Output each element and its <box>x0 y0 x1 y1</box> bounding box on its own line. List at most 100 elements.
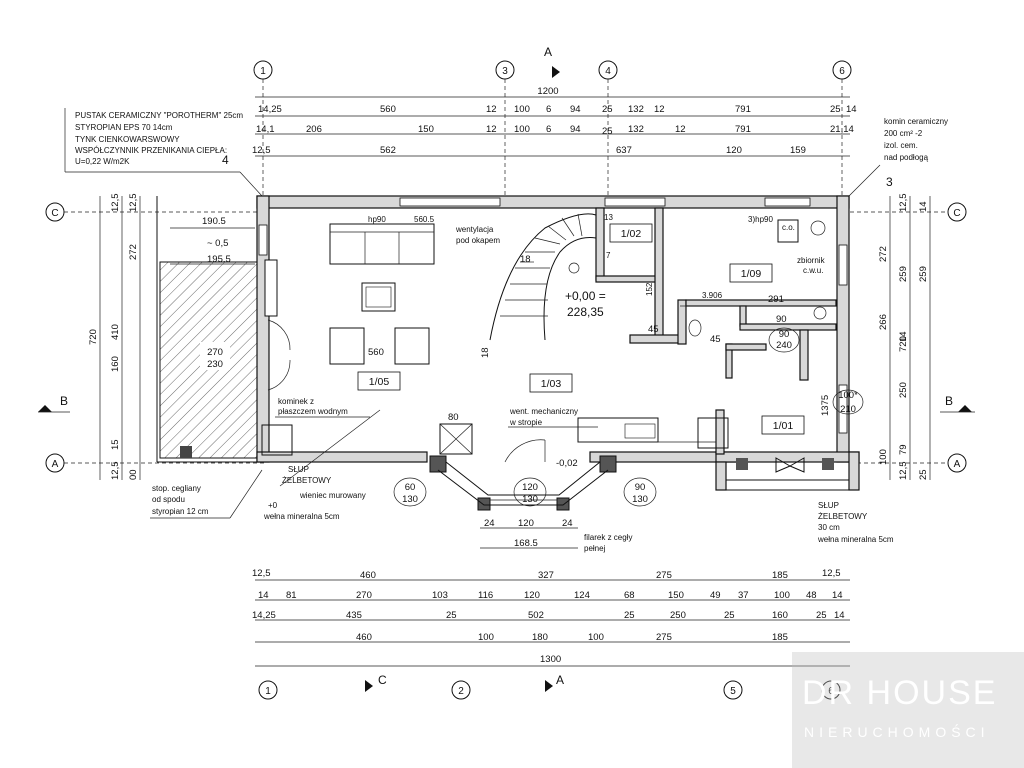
furniture <box>329 219 834 473</box>
svg-text:24: 24 <box>484 518 495 529</box>
svg-text:259: 259 <box>898 266 909 282</box>
terrace: 190.5 ~ 0,5 195.5 270 230 <box>156 196 260 463</box>
svg-text:270: 270 <box>356 590 372 601</box>
svg-text:A: A <box>954 459 961 470</box>
svg-text:2: 2 <box>458 686 464 697</box>
svg-text:B: B <box>60 394 68 408</box>
svg-text:komin ceramiczny: komin ceramiczny <box>884 117 948 126</box>
svg-text:1: 1 <box>265 686 271 697</box>
svg-text:100*: 100* <box>838 390 858 401</box>
svg-text:13: 13 <box>604 213 613 222</box>
svg-text:100: 100 <box>514 104 530 115</box>
svg-text:12,5: 12,5 <box>110 194 121 213</box>
svg-text:14: 14 <box>898 331 909 342</box>
svg-text:C: C <box>953 208 960 219</box>
svg-text:460: 460 <box>360 570 376 581</box>
svg-text:720: 720 <box>898 336 909 352</box>
svg-text:zbiornik: zbiornik <box>797 256 826 265</box>
svg-text:A: A <box>52 459 59 470</box>
svg-text:went. mechaniczny: went. mechaniczny <box>509 407 578 416</box>
svg-text:185: 185 <box>772 632 788 643</box>
svg-text:kominek z: kominek z <box>278 397 314 406</box>
svg-text:7: 7 <box>606 251 611 260</box>
svg-text:25: 25 <box>918 469 929 480</box>
svg-text:ŻELBETOWY: ŻELBETOWY <box>282 476 332 485</box>
svg-text:C: C <box>51 208 58 219</box>
svg-text:3: 3 <box>502 66 508 77</box>
svg-text:1200: 1200 <box>537 86 558 97</box>
svg-text:150: 150 <box>668 590 684 601</box>
svg-text:wełna mineralna 5cm: wełna mineralna 5cm <box>817 535 894 544</box>
svg-text:C: C <box>378 673 387 687</box>
svg-text:250: 250 <box>898 382 909 398</box>
svg-text:168.5: 168.5 <box>514 538 538 549</box>
room-1-02: 1/02 <box>621 228 642 240</box>
staircase: 18 18 <box>480 213 597 358</box>
svg-text:c.w.u.: c.w.u. <box>803 266 823 275</box>
svg-text:68: 68 <box>624 590 635 601</box>
svg-text:116: 116 <box>478 590 493 601</box>
svg-text:25: 25 <box>624 610 635 621</box>
svg-text:14: 14 <box>832 590 843 601</box>
material-legend: PUSTAK CERAMICZNY "POROTHERM" 25cm STYRO… <box>64 108 263 197</box>
svg-text:+0: +0 <box>268 501 278 510</box>
svg-text:ŻELBETOWY: ŻELBETOWY <box>818 512 868 521</box>
svg-text:200 cm² -2: 200 cm² -2 <box>884 129 923 138</box>
svg-text:izol. cem.: izol. cem. <box>884 141 918 150</box>
svg-text:250: 250 <box>670 610 686 621</box>
bottom-axes: 1 2 5 6 C A <box>258 673 841 700</box>
svg-text:18: 18 <box>480 347 491 358</box>
svg-text:1375: 1375 <box>820 395 831 416</box>
chimney-note: komin ceramiczny 200 cm² -2 izol. cem. n… <box>844 117 948 201</box>
outer-walls <box>256 195 860 491</box>
legend-line1: PUSTAK CERAMICZNY "POROTHERM" 25cm <box>75 111 243 120</box>
svg-text:30 cm: 30 cm <box>818 523 840 532</box>
svg-text:A: A <box>556 673 564 687</box>
svg-text:130: 130 <box>522 494 538 505</box>
svg-text:266: 266 <box>878 314 889 330</box>
svg-text:nad podłogą: nad podłogą <box>884 153 929 162</box>
right-dimensions: 12,5 272 266 250 100 12,5 79 14 259 14 2… <box>878 194 931 481</box>
svg-text:14,1: 14,1 <box>256 124 275 135</box>
annotations: hp90 560.5 3)hp90 wentylacja pod okapem … <box>150 213 894 553</box>
svg-text:410: 410 <box>110 324 121 340</box>
svg-text:24: 24 <box>562 518 573 529</box>
svg-text:49: 49 <box>710 590 721 601</box>
svg-text:w stropie: w stropie <box>509 418 543 427</box>
svg-text:180: 180 <box>532 632 548 643</box>
svg-text:195.5: 195.5 <box>207 254 231 265</box>
svg-text:160: 160 <box>110 356 121 372</box>
svg-text:272: 272 <box>878 246 889 262</box>
svg-text:21,14: 21,14 <box>830 124 854 135</box>
svg-text:560: 560 <box>368 347 384 358</box>
svg-text:160: 160 <box>772 610 788 621</box>
svg-text:327: 327 <box>538 570 554 581</box>
bottom-dimensions: 12,5 460 327 275 185 12,5 14 81 270 103 … <box>252 568 850 667</box>
svg-text:275: 275 <box>656 632 672 643</box>
svg-text:185: 185 <box>772 570 788 581</box>
svg-text:560.5: 560.5 <box>414 215 435 224</box>
svg-text:791: 791 <box>735 124 751 135</box>
svg-text:291: 291 <box>768 294 784 305</box>
svg-text:25: 25 <box>724 610 735 621</box>
top-dimensions: 1200 14,25 560 12 100 6 94 25 132 12 791… <box>252 86 857 157</box>
svg-text:275: 275 <box>656 570 672 581</box>
svg-text:filarek z cegły: filarek z cegły <box>584 533 632 542</box>
svg-text:~ 0,5: ~ 0,5 <box>207 238 228 249</box>
svg-text:12,5: 12,5 <box>252 568 271 579</box>
svg-text:100: 100 <box>514 124 530 135</box>
svg-text:6: 6 <box>839 66 845 77</box>
svg-text:stop. cegliany: stop. cegliany <box>152 484 201 493</box>
svg-text:100: 100 <box>774 590 790 601</box>
svg-text:1: 1 <box>260 66 266 77</box>
svg-text:130: 130 <box>632 494 648 505</box>
svg-text:12,5: 12,5 <box>898 462 909 481</box>
svg-text:94: 94 <box>570 124 581 135</box>
svg-text:12: 12 <box>486 104 497 115</box>
svg-text:14,25: 14,25 <box>252 610 276 621</box>
svg-text:25: 25 <box>602 126 613 137</box>
svg-text:14: 14 <box>846 104 857 115</box>
svg-text:159: 159 <box>790 145 806 156</box>
svg-text:styropian 12 cm: styropian 12 cm <box>152 507 209 516</box>
svg-text:791: 791 <box>735 104 751 115</box>
